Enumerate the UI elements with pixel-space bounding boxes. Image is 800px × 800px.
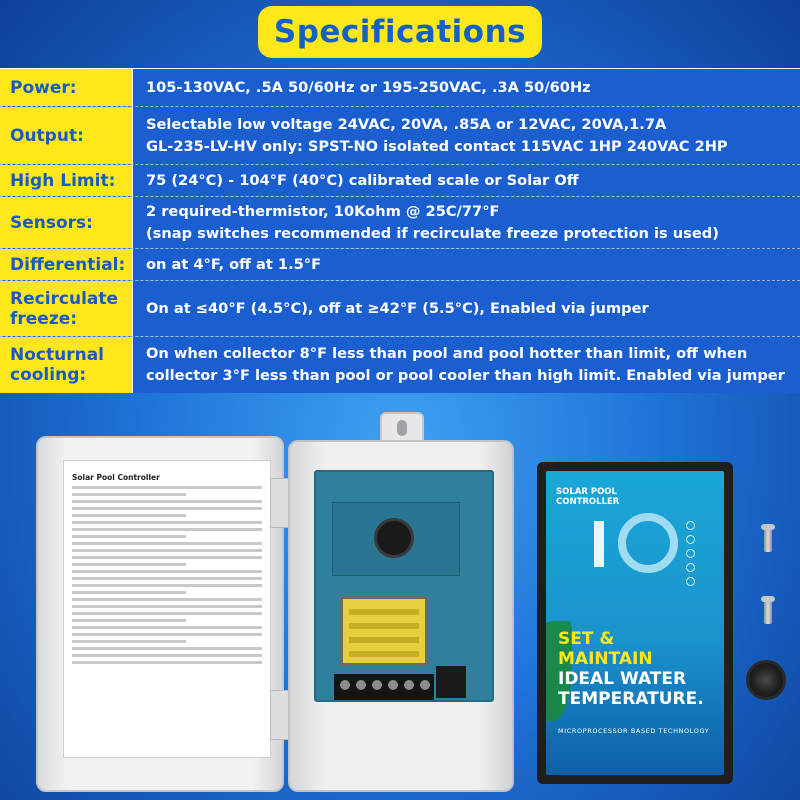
brand-line: CONTROLLER bbox=[556, 497, 620, 507]
spec-line: GL-235-LV-HV only: SPST-NO isolated cont… bbox=[146, 137, 728, 155]
slogan-line: SET & bbox=[558, 629, 615, 649]
spec-row-differential: Differential: on at 4°F, off at 1.5°F bbox=[0, 249, 800, 281]
spec-row-recirculate-freeze: Recirculate freeze: On at ≤40°F (4.5°C),… bbox=[0, 281, 800, 337]
spec-row-high-limit: High Limit: 75 (24°C) - 104°F (40°C) cal… bbox=[0, 165, 800, 197]
spec-label: Differential: bbox=[0, 249, 133, 280]
faceplate-micro-text: MICROPROCESSOR BASED TECHNOLOGY bbox=[558, 727, 710, 735]
spec-row-nocturnal-cooling: Nocturnal cooling: On when collector 8°F… bbox=[0, 337, 800, 393]
grommet-icon bbox=[746, 660, 786, 700]
spec-line: 75 (24°C) - 104°F (40°C) calibrated scal… bbox=[146, 171, 579, 189]
spec-line: collector 3°F less than pool or pool coo… bbox=[146, 367, 785, 384]
temperature-knob-icon bbox=[374, 518, 414, 558]
slogan-line: TEMPERATURE. bbox=[558, 689, 704, 709]
spec-value: On at ≤40°F (4.5°C), off at ≥42°F (5.5°C… bbox=[133, 281, 800, 336]
spec-label: Nocturnal cooling: bbox=[0, 337, 133, 393]
faceplate-brand: SOLAR POOL CONTROLLER bbox=[556, 487, 619, 507]
spec-row-power: Power: 105-130VAC, .5A 50/60Hz or 195-25… bbox=[0, 69, 800, 107]
spec-line: 105-130VAC, .5A 50/60Hz or 195-250VAC, .… bbox=[146, 78, 591, 96]
mode-indicator bbox=[594, 521, 604, 567]
spec-value: on at 4°F, off at 1.5°F bbox=[133, 249, 800, 280]
faceplate-slogan: SET & MAINTAIN IDEAL WATER TEMPERATURE. bbox=[558, 629, 704, 709]
terminal-block-image bbox=[334, 674, 434, 700]
screw-icon bbox=[761, 524, 775, 552]
spec-label: Sensors: bbox=[0, 197, 133, 248]
spec-line: 2 required-thermistor, 10Kohm @ 25C/77°F bbox=[146, 202, 500, 220]
faceplate-face: SOLAR POOL CONTROLLER SET & MAINTAIN IDE… bbox=[546, 471, 724, 775]
transformer-image bbox=[340, 596, 428, 666]
spec-label: High Limit: bbox=[0, 165, 133, 196]
lid-instruction-label: Solar Pool Controller bbox=[63, 460, 271, 758]
spec-table: Power: 105-130VAC, .5A 50/60Hz or 195-25… bbox=[0, 68, 800, 393]
spec-value: 75 (24°C) - 104°F (40°C) calibrated scal… bbox=[133, 165, 800, 196]
spec-line: On when collector 8°F less than pool and… bbox=[146, 345, 748, 362]
slogan-line: IDEAL WATER bbox=[558, 669, 687, 689]
spec-label: Output: bbox=[0, 107, 133, 164]
spec-label: Power: bbox=[0, 69, 133, 106]
spec-row-sensors: Sensors: 2 required-thermistor, 10Kohm @… bbox=[0, 197, 800, 249]
dial-icon bbox=[618, 513, 678, 573]
spec-line: On at ≤40°F (4.5°C), off at ≥42°F (5.5°C… bbox=[146, 299, 649, 317]
control-board-image bbox=[332, 502, 460, 576]
brand-line: SOLAR POOL bbox=[556, 487, 617, 497]
spec-label: Recirculate freeze: bbox=[0, 281, 133, 336]
spec-line: on at 4°F, off at 1.5°F bbox=[146, 255, 322, 273]
spec-line: Selectable low voltage 24VAC, 20VA, .85A… bbox=[146, 115, 667, 133]
spec-row-output: Output: Selectable low voltage 24VAC, 20… bbox=[0, 107, 800, 165]
relay-image bbox=[436, 666, 466, 698]
spec-value: On when collector 8°F less than pool and… bbox=[133, 337, 800, 393]
spec-value: 105-130VAC, .5A 50/60Hz or 195-250VAC, .… bbox=[133, 69, 800, 106]
page-title: Specifications bbox=[258, 6, 542, 58]
spec-value: Selectable low voltage 24VAC, 20VA, .85A… bbox=[133, 107, 800, 164]
slogan-line: MAINTAIN bbox=[558, 649, 653, 669]
controller-faceplate-image: SOLAR POOL CONTROLLER SET & MAINTAIN IDE… bbox=[537, 462, 733, 784]
screw-icon bbox=[761, 596, 775, 624]
spec-line: (snap switches recommended if recirculat… bbox=[146, 224, 719, 242]
spec-value: 2 required-thermistor, 10Kohm @ 25C/77°F… bbox=[133, 197, 800, 248]
lid-label-title: Solar Pool Controller bbox=[72, 473, 160, 482]
